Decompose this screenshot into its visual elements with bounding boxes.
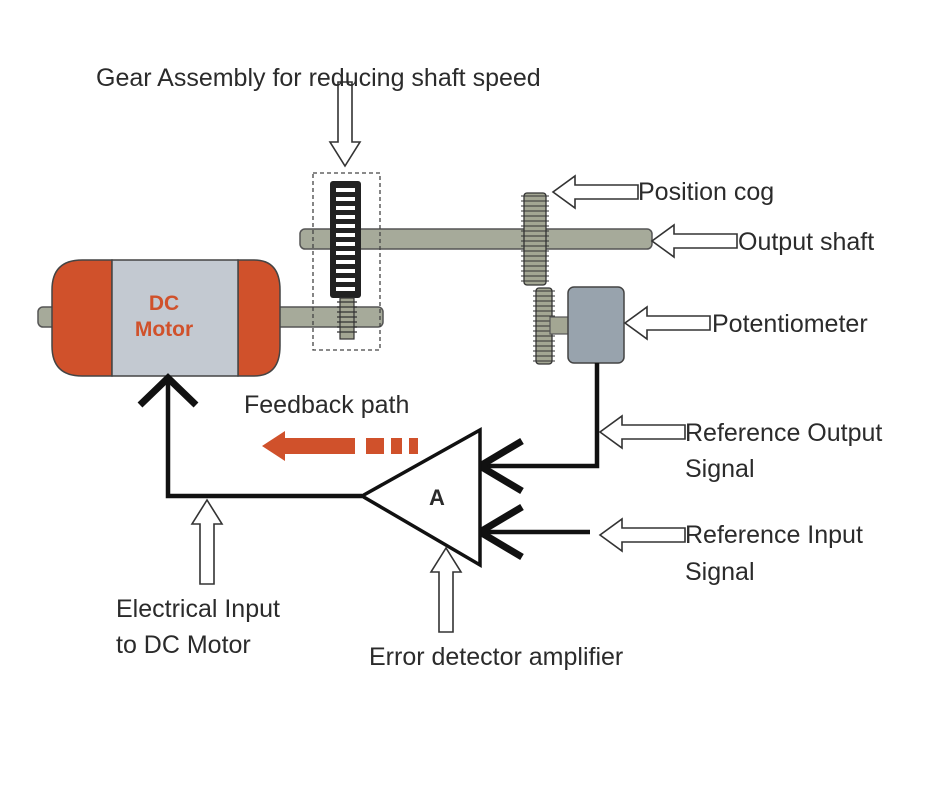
hollow-block-arrow-icon: [624, 306, 711, 340]
feedback-arrow: [262, 431, 418, 461]
reference-output-wire: [480, 363, 600, 469]
potentiometer-label: Potentiometer: [712, 310, 868, 338]
reference-input-label-line1: Reference Input: [685, 521, 863, 549]
gear-tooth: [336, 215, 355, 219]
hollow-block-arrow-icon: [430, 547, 462, 633]
gear-assembly-label: Gear Assembly for reducing shaft speed: [96, 64, 541, 92]
gear-assembly-box: [312, 172, 381, 351]
gear-tooth: [336, 242, 355, 246]
pinion-body: [339, 297, 355, 340]
error-detector-amplifier: A: [358, 427, 482, 569]
reference-output-label-line1: Reference Output: [685, 419, 882, 447]
gear-tooth: [336, 278, 355, 282]
output-shaft-label: Output shaft: [738, 228, 874, 256]
reference-output-label-line2: Signal: [685, 455, 755, 483]
hollow-block-arrow-icon: [191, 499, 223, 585]
gear-tooth: [336, 269, 355, 273]
motor-label-line2: Motor: [135, 318, 193, 341]
signal-wires: [165, 363, 600, 535]
motor-label-line1: DC: [149, 292, 179, 315]
large-gear: [330, 181, 361, 298]
gear-tooth: [336, 206, 355, 210]
gear-tooth: [336, 224, 355, 228]
gear-tooth: [336, 233, 355, 237]
gear-tooth: [336, 287, 355, 291]
hollow-block-arrow-icon: [651, 224, 738, 258]
gear-tooth: [336, 188, 355, 192]
gear-tooth: [336, 197, 355, 201]
hollow-block-arrow-icon: [599, 415, 686, 449]
reference-input-label-line2: Signal: [685, 558, 755, 586]
position-cog: [521, 192, 555, 365]
gear-tooth: [336, 260, 355, 264]
amplifier-label: A: [429, 485, 445, 510]
hollow-block-arrow-icon: [599, 518, 686, 552]
error-detector-label: Error detector amplifier: [369, 643, 623, 671]
position-cog-label: Position cog: [638, 178, 774, 206]
amplifier-to-motor-wire: [165, 380, 362, 499]
gear-assembly: [312, 172, 381, 351]
electrical-input-label-line2: to DC Motor: [116, 631, 251, 659]
output-shaft: [299, 228, 653, 250]
hollow-block-arrow-icon: [552, 175, 639, 209]
chevron-arrowhead-icon: [137, 373, 199, 408]
dc-motor: DC Motor: [51, 259, 281, 377]
feedback-path-label: Feedback path: [244, 391, 409, 419]
potentiometer: [549, 286, 625, 364]
hollow-block-arrow-icon: [329, 81, 361, 167]
small-pinion-gear: [337, 297, 357, 340]
electrical-input-label-line1: Electrical Input: [116, 595, 280, 623]
gear-tooth: [336, 251, 355, 255]
large-gear-teeth: [336, 188, 355, 291]
